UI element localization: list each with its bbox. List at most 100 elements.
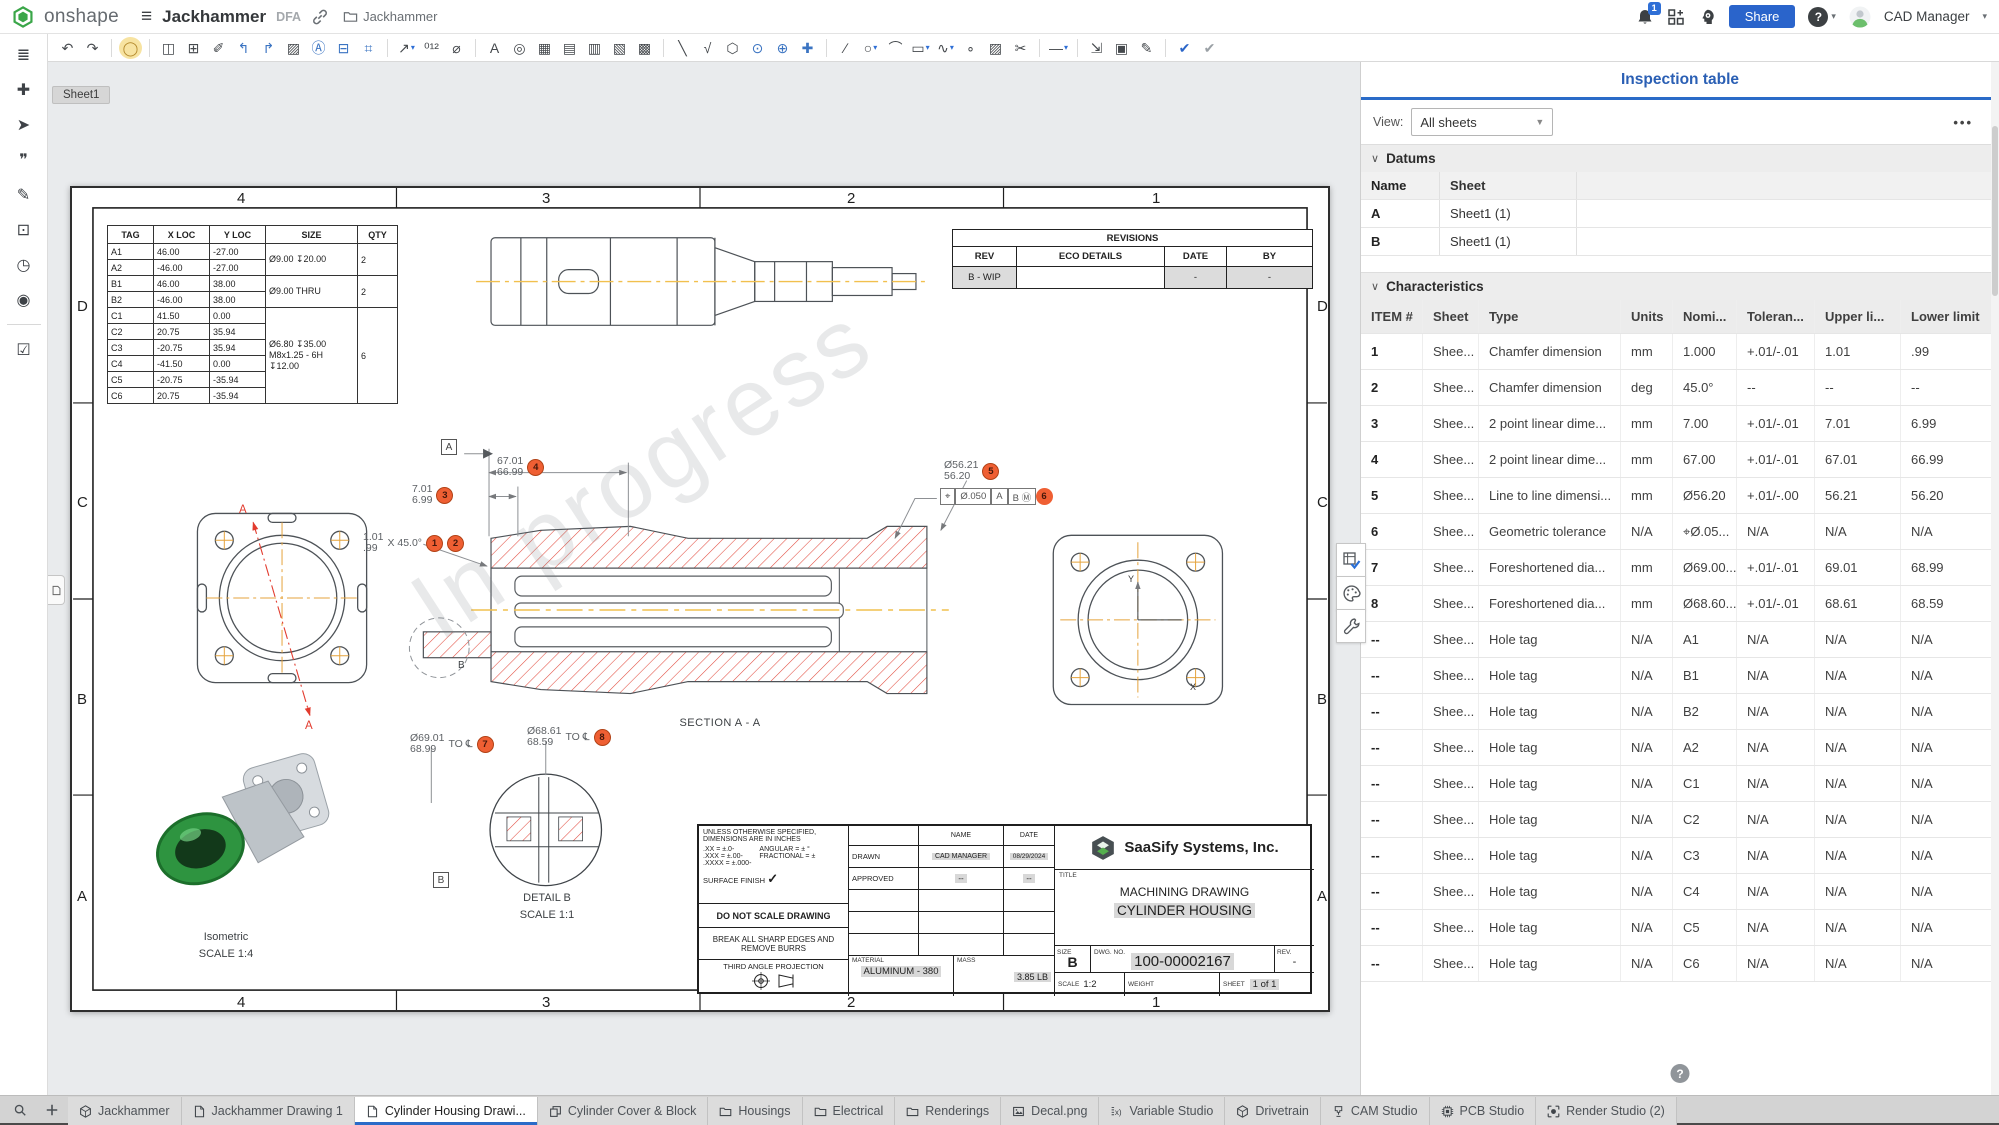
sketch-point[interactable]: ∘ bbox=[966, 39, 975, 56]
add-tab-icon[interactable] bbox=[39, 1098, 65, 1122]
auxiliary-view[interactable]: Ⓐ bbox=[311, 39, 326, 56]
leader-tool[interactable]: ╲ bbox=[678, 39, 687, 56]
title-block[interactable]: UNLESS OTHERWISE SPECIFIED, DIMENSIONS A… bbox=[697, 824, 1314, 996]
document-tab-renderings[interactable]: Renderings bbox=[895, 1097, 1002, 1125]
panel-help-icon[interactable]: ? bbox=[1670, 1064, 1690, 1083]
share-button[interactable]: Share bbox=[1728, 5, 1796, 28]
broken-out-view[interactable]: ⊟ bbox=[337, 39, 350, 56]
main-menu-icon[interactable]: ≡ bbox=[141, 5, 153, 27]
redo-button[interactable]: ↷ bbox=[86, 39, 99, 56]
view-select[interactable]: All sheets ▼ bbox=[1411, 108, 1554, 136]
help-icon[interactable]: ? bbox=[1808, 6, 1829, 27]
add-inspection-symbol[interactable]: ✔ bbox=[1178, 39, 1191, 56]
sheet-panel-toggle[interactable] bbox=[48, 575, 65, 605]
center-mark-tool[interactable]: ⊕ bbox=[776, 39, 789, 56]
document-tab-housings[interactable]: Housings bbox=[708, 1097, 803, 1125]
sidebar-item-inspection-list[interactable]: ☑ bbox=[16, 341, 31, 359]
balloon-3[interactable]: 3 bbox=[436, 486, 454, 504]
characteristics-header-cell[interactable]: ITEM # bbox=[1361, 300, 1423, 333]
characteristics-header-cell[interactable]: Toleran... bbox=[1737, 300, 1815, 333]
drawing-canvas[interactable]: Sheet1 bbox=[48, 62, 1360, 1095]
sketch-hatch[interactable]: ▨ bbox=[988, 39, 1003, 56]
ai-assistant-icon[interactable] bbox=[1698, 8, 1716, 26]
user-avatar[interactable] bbox=[1849, 6, 1871, 28]
projected-view-right[interactable]: ↱ bbox=[262, 39, 275, 56]
characteristics-header-cell[interactable]: Upper li... bbox=[1815, 300, 1901, 333]
document-tab-drivetrain[interactable]: Drivetrain bbox=[1225, 1097, 1321, 1125]
crop-view[interactable]: ⌗ bbox=[364, 39, 373, 56]
balloon-7[interactable]: 7 bbox=[476, 735, 494, 753]
panel-scrollbar[interactable] bbox=[1991, 62, 1999, 1095]
sidebar-item-comments[interactable]: ❞ bbox=[19, 151, 28, 169]
sidebar-item-insert-item[interactable]: ✚ bbox=[16, 81, 31, 99]
document-tab-cylinder-cover-block[interactable]: Cylinder Cover & Block bbox=[537, 1097, 709, 1125]
document-tab-render-studio-2[interactable]: Render Studio (2) bbox=[1536, 1097, 1677, 1125]
document-tab-cam-studio[interactable]: CAM Studio bbox=[1320, 1097, 1430, 1125]
surface-finish-tool[interactable]: √ bbox=[703, 39, 712, 56]
panel-scrollbar-thumb[interactable] bbox=[1992, 126, 1998, 296]
insert-view[interactable]: ◫ bbox=[161, 39, 176, 56]
tab-search-icon[interactable] bbox=[7, 1098, 33, 1122]
document-tab-jackhammer-drawing-1[interactable]: Jackhammer Drawing 1 bbox=[181, 1097, 355, 1125]
datums-section-header[interactable]: ∨ Datums bbox=[1361, 144, 1999, 172]
document-tab-pcb-studio[interactable]: PCB Studio bbox=[1429, 1097, 1537, 1125]
characteristics-header-cell[interactable]: Units bbox=[1621, 300, 1673, 333]
characteristics-header-cell[interactable]: Lower limit bbox=[1911, 309, 1980, 324]
datum-row[interactable]: B Sheet1 (1) bbox=[1361, 228, 1999, 256]
document-tab-jackhammer[interactable]: Jackhammer bbox=[68, 1097, 182, 1125]
feature-control-frame[interactable]: ⌖ Ø.050 A B Ⓜ 6 bbox=[940, 488, 1054, 505]
drawing-sheet[interactable]: 4 3 2 1 4 3 2 1 D C B A D C B A In progr… bbox=[70, 186, 1330, 1012]
sketch-rectangle[interactable]: ▭▾ bbox=[911, 39, 930, 56]
weld-symbol-tool[interactable]: ⬡ bbox=[726, 39, 739, 56]
sketch-line[interactable]: ∕ bbox=[844, 39, 847, 56]
datum-flag-a[interactable]: A bbox=[441, 439, 457, 455]
breadcrumb[interactable]: Jackhammer bbox=[343, 9, 438, 24]
document-tab-cylinder-housing-drawi[interactable]: Cylinder Housing Drawi... bbox=[354, 1097, 538, 1125]
datum-flag-b[interactable]: B bbox=[433, 872, 449, 888]
inspect-annotation[interactable]: ◎ bbox=[513, 39, 526, 56]
sidebar-item-model-help[interactable]: ⊡ bbox=[16, 221, 31, 239]
trim-tool[interactable]: ✂ bbox=[1014, 39, 1027, 56]
sheet-settings[interactable]: ⊞ bbox=[187, 39, 200, 56]
sheet-table[interactable]: ▤ bbox=[562, 39, 577, 56]
dimension-chamfer[interactable]: 1.01.99 X 45.0° 1 2 bbox=[363, 531, 464, 554]
copy-link-icon[interactable] bbox=[311, 8, 329, 26]
hole-table-tool[interactable]: ▥ bbox=[587, 39, 602, 56]
line-style[interactable]: —▾ bbox=[1049, 39, 1069, 56]
user-menu-caret-icon[interactable]: ▾ bbox=[1982, 11, 1987, 21]
balloon-8[interactable]: 8 bbox=[593, 728, 611, 746]
measure-tools-panel[interactable] bbox=[1336, 609, 1366, 643]
undo-button[interactable]: ↶ bbox=[61, 39, 74, 56]
sketch-circle[interactable]: ○▾ bbox=[863, 39, 878, 56]
hatch-view[interactable]: ▨ bbox=[286, 39, 301, 56]
sidebar-item-feature-list[interactable]: ≣ bbox=[16, 46, 31, 64]
characteristics-header-cell[interactable]: Type bbox=[1479, 300, 1621, 333]
sidebar-item-release-notes[interactable]: ✎ bbox=[16, 186, 31, 204]
balloon-6[interactable]: 6 bbox=[1036, 488, 1054, 505]
inspection-table-tool-active[interactable] bbox=[1336, 543, 1366, 577]
characteristics-section-header[interactable]: ∨ Characteristics bbox=[1361, 272, 1999, 300]
sheet-tab[interactable]: Sheet1 bbox=[52, 86, 111, 104]
document-tab-variable-studio[interactable]: x)Variable Studio bbox=[1099, 1097, 1226, 1125]
balloon-5[interactable]: 5 bbox=[982, 462, 1000, 480]
characteristics-header-cell[interactable]: Nomi... bbox=[1673, 300, 1737, 333]
bend-table-tool[interactable]: ▧ bbox=[612, 39, 627, 56]
centerline-tool[interactable]: ✚ bbox=[801, 39, 814, 56]
overflow-menu-icon[interactable]: ••• bbox=[1953, 114, 1973, 130]
appearance-panel-tool[interactable] bbox=[1336, 576, 1366, 610]
document-tab-electrical[interactable]: Electrical bbox=[802, 1097, 896, 1125]
